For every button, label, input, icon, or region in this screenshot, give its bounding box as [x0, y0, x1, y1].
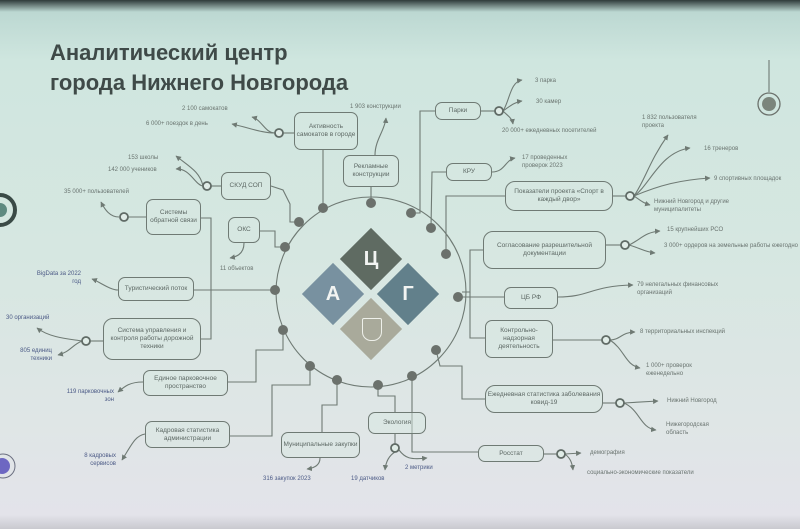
node-kru: КРУ: [446, 163, 492, 181]
stat-label: BigData за 2022 год: [36, 271, 81, 285]
stat-label: социально-экономические показатели: [587, 470, 694, 476]
hub-dots: [270, 198, 463, 390]
stat-label: 30 организаций: [6, 315, 50, 321]
node-label: КРУ: [462, 168, 476, 175]
stat-label: 8 территориальных инспекций: [640, 329, 726, 335]
decorative-circles: [0, 92, 781, 479]
node-hr: Кадровая статистика администрации: [145, 421, 230, 448]
title-line-1: Аналитический центр: [50, 40, 288, 65]
stat-label: 1 832 пользователя проекта: [642, 115, 697, 129]
stat-label: 1 000+ проверок еженедельно: [646, 363, 692, 377]
node-label: ОКС: [237, 226, 251, 233]
stat-label: Нижний Новгород: [667, 398, 717, 404]
node-feedback: Системы обратной связи: [146, 199, 201, 235]
node-label: Система управления и контроля работы дор…: [110, 327, 194, 350]
stat-label: 6 000+ поездок в день: [146, 121, 208, 127]
logo-letter-a: А: [325, 283, 341, 305]
node-oks: ОКС: [228, 217, 260, 243]
logo-letter-g: Г: [402, 283, 414, 305]
node-ecology: Экология: [368, 412, 426, 434]
logo-letter-c: Ц: [363, 248, 379, 270]
node-permits: Согласование разрешительной документации: [483, 231, 606, 269]
node-tourism: Туристический поток: [118, 277, 194, 301]
stat-label: 142 000 учеников: [108, 167, 157, 173]
node-procurement: Муниципальные закупки: [281, 432, 360, 458]
stat-label: 1 903 конструкции: [350, 104, 401, 110]
stat-label: 17 проведенных проверок 2023: [522, 155, 568, 169]
stat-label: 316 закупок 2023: [263, 476, 311, 482]
stat-label: 15 крупнейших РСО: [667, 227, 724, 233]
title-line-2: города Нижнего Новгорода: [50, 70, 349, 95]
stat-label: 2 метрики: [405, 465, 433, 471]
node-label: Экология: [382, 419, 412, 426]
stat-label: 19 датчиков: [351, 476, 385, 482]
node-label: Парки: [448, 107, 468, 114]
stat-label: 16 тренеров: [704, 146, 739, 152]
stat-label: 30 камер: [536, 99, 562, 105]
node-control: Контрольно-надзорная деятельность: [485, 320, 553, 358]
node-label: Системы обратной связи: [150, 209, 197, 224]
node-label: Согласование разрешительной документации: [496, 242, 593, 257]
node-label: Кадровая статистика администрации: [155, 426, 220, 442]
node-parking: Единое парковочное пространство: [143, 370, 228, 396]
stat-label: 11 объектов: [220, 266, 254, 272]
page-title: Аналитический центр города Нижнего Новго…: [50, 38, 348, 98]
node-ads: Рекламные конструкции: [343, 155, 399, 187]
node-label: Росстат: [499, 449, 523, 457]
stat-label: 79 нелегальных финансовых организаций: [637, 282, 719, 296]
node-label: Ежедневная статистика заболевания ковид-…: [487, 391, 601, 406]
node-parks: Парки: [435, 102, 481, 120]
node-label: ЦБ РФ: [520, 294, 542, 301]
node-label: Показатели проекта «Спорт в каждый двор»: [514, 188, 604, 203]
node-label: Единое парковочное пространство: [154, 375, 217, 390]
stat-label: 20 000+ ежедневных посетителей: [502, 128, 597, 134]
node-label: Муниципальные закупки: [283, 441, 358, 448]
node-roadtech: Система управления и контроля работы дор…: [103, 318, 201, 360]
stat-label: 3 парка: [535, 78, 557, 84]
stat-label: 2 100 самокатов: [182, 106, 228, 112]
hollow-node-markers: [81, 106, 635, 459]
node-label: Контрольно-надзорная деятельность: [498, 327, 540, 350]
stat-label: Нижний Новгород и другие муниципалитеты: [654, 199, 730, 213]
coat-of-arms-icon: [362, 318, 382, 341]
stat-label: 119 парковочных зон: [66, 389, 114, 403]
node-label: Активность самокатов в городе: [296, 123, 356, 138]
stat-label: 3 000+ ордеров на земельные работы ежего…: [664, 243, 799, 249]
node-scooters: Активность самокатов в городе: [294, 112, 358, 150]
node-label: Рекламные конструкции: [352, 163, 390, 178]
node-label: Туристический поток: [124, 285, 188, 292]
node-label: СКУД СОП: [229, 182, 263, 189]
node-cbr: ЦБ РФ: [504, 287, 558, 309]
stat-label: Нижегородская область: [666, 422, 709, 436]
node-sport: Показатели проекта «Спорт в каждый двор»: [505, 181, 613, 211]
stat-label: 8 кадровых сервисов: [84, 453, 116, 467]
node-skud: СКУД СОП: [221, 172, 271, 200]
stat-label: 35 000+ пользователей: [64, 189, 129, 195]
stat-label: 805 единиц техники: [20, 348, 52, 362]
node-covid: Ежедневная статистика заболевания ковид-…: [485, 385, 603, 413]
stat-label: 153 школы: [128, 155, 159, 161]
stat-label: демография: [590, 450, 625, 456]
node-rosstat: Росстат: [478, 445, 544, 462]
stat-label: 9 спортивных площадок: [714, 176, 782, 182]
